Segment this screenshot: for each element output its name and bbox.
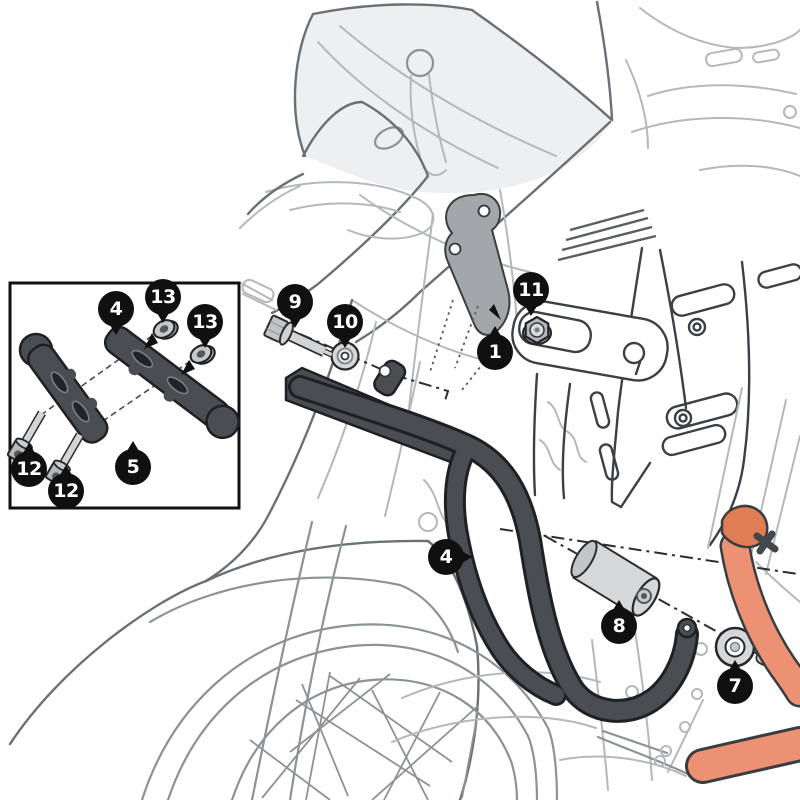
exhaust-pipes	[685, 504, 800, 784]
callout-11: 11	[513, 272, 549, 308]
callout-13-a: 13	[145, 279, 181, 315]
callout-4-inset: 4	[98, 291, 134, 327]
nut-part13-b	[189, 344, 216, 365]
bolt-part9	[263, 314, 334, 358]
callout-8: 8	[601, 608, 637, 644]
callout-13-b-label: 13	[192, 311, 218, 333]
callout-12-a: 12	[11, 451, 47, 487]
callout-11-label: 11	[518, 279, 544, 301]
assembly-arrow-icon	[144, 333, 158, 349]
callout-12-b: 12	[48, 473, 84, 509]
callout-7-label: 7	[728, 675, 742, 697]
callout-1: 1	[477, 334, 513, 370]
callout-10-label: 10	[332, 311, 358, 333]
clamp-part5	[18, 332, 109, 444]
callout-5: 5	[115, 449, 151, 485]
callout-13-b: 13	[187, 304, 223, 340]
callout-8-label: 8	[612, 615, 626, 637]
callout-4-label: 4	[439, 546, 453, 568]
callout-9: 9	[277, 284, 313, 320]
rack-hatch-stripes	[557, 208, 657, 262]
washer-part10	[330, 341, 360, 371]
callout-12-a-label: 12	[16, 458, 42, 480]
callout-13-a-label: 13	[150, 286, 176, 308]
crash-bar	[284, 359, 699, 723]
callout-1-label: 1	[488, 341, 502, 363]
assembly-arrow-icon	[181, 360, 195, 375]
windscreen	[293, 0, 614, 194]
callout-5-label: 5	[126, 456, 140, 478]
spacer-part8	[570, 539, 661, 617]
callout-12-b-label: 12	[53, 480, 79, 502]
callout-7: 7	[717, 668, 753, 704]
callout-4-inset-label: 4	[109, 298, 123, 320]
nut-part13-a	[152, 319, 179, 340]
rack-arm-mount	[511, 300, 669, 500]
crash-bar-tab	[373, 359, 407, 397]
callout-10: 10	[327, 304, 363, 340]
wheel-spokes	[249, 671, 479, 800]
nut-part11	[522, 315, 552, 345]
clamp-part4	[103, 325, 240, 440]
assembly-arrow-icon	[489, 304, 501, 320]
callout-4: 4	[428, 539, 464, 575]
front-wheel	[140, 623, 559, 800]
tank-seat-sketch	[625, 7, 800, 177]
callout-9-label: 9	[288, 291, 302, 313]
